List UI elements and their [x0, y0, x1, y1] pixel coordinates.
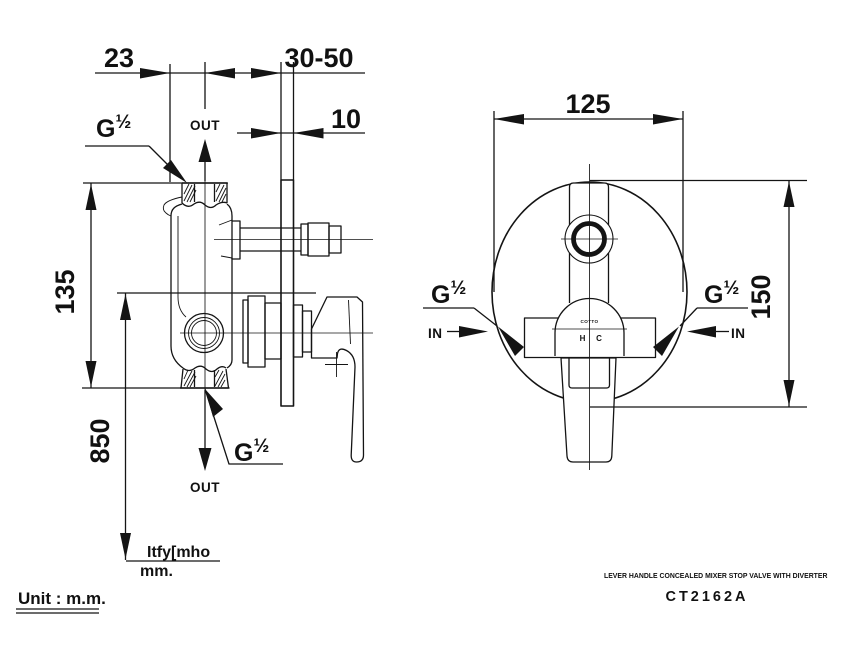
thread-g: G	[431, 281, 450, 309]
in-label-right: IN	[731, 326, 746, 341]
inlet-left: IN	[428, 326, 488, 341]
dim-mount-height: 850	[85, 418, 115, 463]
model-number: CT2162A	[665, 589, 748, 605]
dim-conceal-depth: 30-50	[284, 43, 353, 73]
cold-mark: C	[596, 334, 602, 343]
out-top: OUT	[190, 118, 220, 181]
thread-size: ½	[253, 436, 269, 457]
thread-size: ½	[450, 278, 466, 299]
thread-label-front-right: G½	[653, 278, 748, 356]
thread-g: G	[96, 115, 115, 143]
valve-body	[162, 181, 373, 389]
wall-plate-side	[280, 179, 295, 407]
thread-g: G	[234, 439, 253, 467]
hot-mark: H	[580, 334, 586, 343]
out-bottom: OUT	[190, 390, 220, 495]
side-view: 23 30-50 10 G½ OUT	[50, 43, 373, 580]
lever-front	[560, 357, 617, 463]
dim-line-plate-width: 125	[493, 89, 684, 292]
svg-text:G½: G½	[704, 278, 739, 309]
dim-wall-offset: 23	[104, 43, 134, 73]
top-port-hatch	[183, 183, 227, 203]
thread-label-bottom: G½	[204, 388, 283, 467]
thread-g: G	[704, 281, 723, 309]
thread-label-top: G½	[85, 112, 187, 183]
svg-text:G½: G½	[431, 278, 466, 309]
bottom-port-hatch	[183, 369, 226, 388]
dim-line-port-spacing: 135	[50, 182, 228, 389]
thread-size: ½	[115, 112, 131, 133]
product-title: LEVER HANDLE CONCEALED MIXER STOP VALVE …	[604, 573, 827, 580]
dim-line-top: 23 30-50	[95, 43, 365, 182]
handle-side	[242, 295, 365, 463]
dim-plate-width: 125	[565, 89, 610, 119]
out-label-top: OUT	[190, 118, 220, 133]
dim-plate-height: 150	[746, 274, 776, 319]
dim-line-plate-height: 150	[590, 179, 807, 408]
thread-size: ½	[723, 278, 739, 299]
floor-ref-line1: Itfy[mho	[147, 544, 210, 561]
footer: LEVER HANDLE CONCEALED MIXER STOP VALVE …	[16, 573, 827, 614]
svg-text:G½: G½	[96, 112, 131, 143]
out-label-bottom: OUT	[190, 480, 220, 495]
dim-plate-thickness: 10	[331, 104, 361, 134]
thread-label-front-left: G½	[423, 278, 524, 356]
inlet-right: IN	[687, 326, 746, 341]
in-label-left: IN	[428, 326, 443, 341]
unit-note: Unit : m.m.	[18, 589, 106, 608]
front-view: COTTO H C 125 150 G½	[423, 89, 807, 470]
dim-line-mount-height: 850	[85, 292, 316, 560]
lever-side	[310, 296, 365, 463]
dim-line-plate-thickness: 10	[237, 104, 365, 139]
svg-text:G½: G½	[234, 436, 269, 467]
floor-reference: Itfy[mho mm.	[126, 544, 220, 580]
dim-port-spacing: 135	[50, 269, 80, 314]
floor-ref-line2: mm.	[140, 563, 173, 580]
